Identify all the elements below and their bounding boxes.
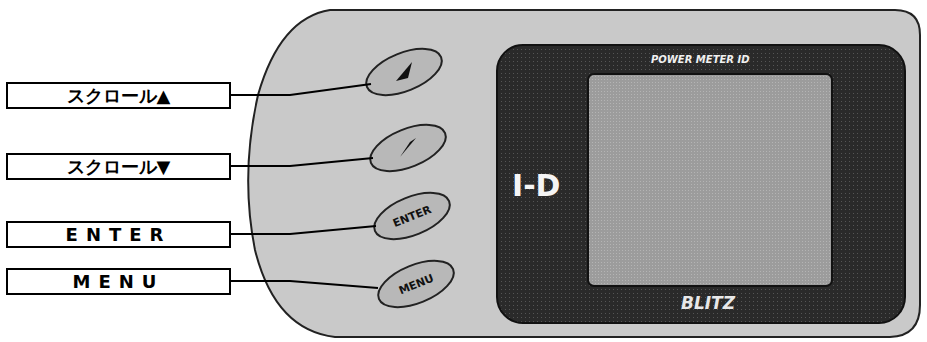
callout-box: ENTER bbox=[6, 221, 231, 248]
callout-text: ENTER bbox=[66, 226, 172, 244]
callout-text: スクロール▼ bbox=[67, 158, 171, 176]
callout-text: スクロール▲ bbox=[67, 87, 171, 105]
brand-logo: BLITZ bbox=[681, 295, 735, 312]
product-name: POWER METER ID bbox=[651, 55, 750, 65]
callout-text: MENU bbox=[73, 273, 165, 291]
callout-box: MENU bbox=[6, 268, 231, 295]
logo-mark: I-D bbox=[512, 171, 561, 201]
callout-box: スクロール▲ bbox=[6, 82, 231, 109]
callout-box: スクロール▼ bbox=[6, 153, 231, 180]
